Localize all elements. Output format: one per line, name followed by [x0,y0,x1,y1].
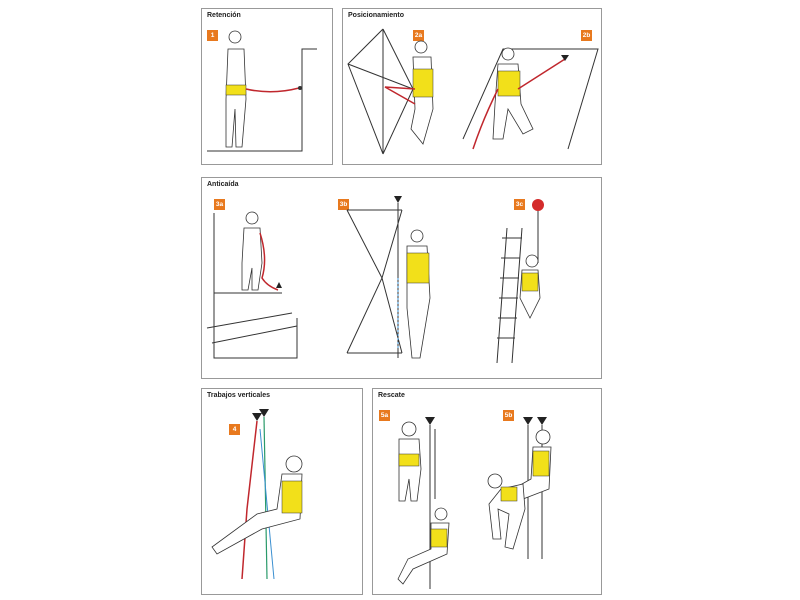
badge-5a: 5a [379,410,390,421]
badge-1: 1 [207,30,218,41]
badge-3a: 3a [214,199,225,210]
panel-title: Anticaída [207,181,239,188]
rescue-illustration [397,417,552,589]
badge-3c: 3c [514,199,525,210]
panel-anticaida: Anticaída 3a 3b 3c [201,177,602,379]
panel-trabajos-verticales: Trabajos verticales 4 [201,388,363,595]
panel-title: Rescate [378,392,405,399]
badge-4: 4 [229,424,240,435]
panel-retencion: Retención 1 [201,8,333,165]
panel-posicionamiento: Posicionamiento 2a 2b [342,8,602,165]
badge-3b: 3b [338,199,349,210]
fall-arrest-illustration [206,196,544,364]
panel-rescate: Rescate 5a 5b [372,388,602,595]
badge-5b: 5b [503,410,514,421]
panel-title: Trabajos verticales [207,392,271,399]
vertical-work-illustration [211,409,303,580]
badge-2b: 2b [581,30,592,41]
retention-illustration [207,30,317,152]
panel-title: Retención [207,12,241,19]
panel-title: Posicionamiento [348,12,405,19]
badge-2a: 2a [413,30,424,41]
positioning-illustration [347,28,599,155]
